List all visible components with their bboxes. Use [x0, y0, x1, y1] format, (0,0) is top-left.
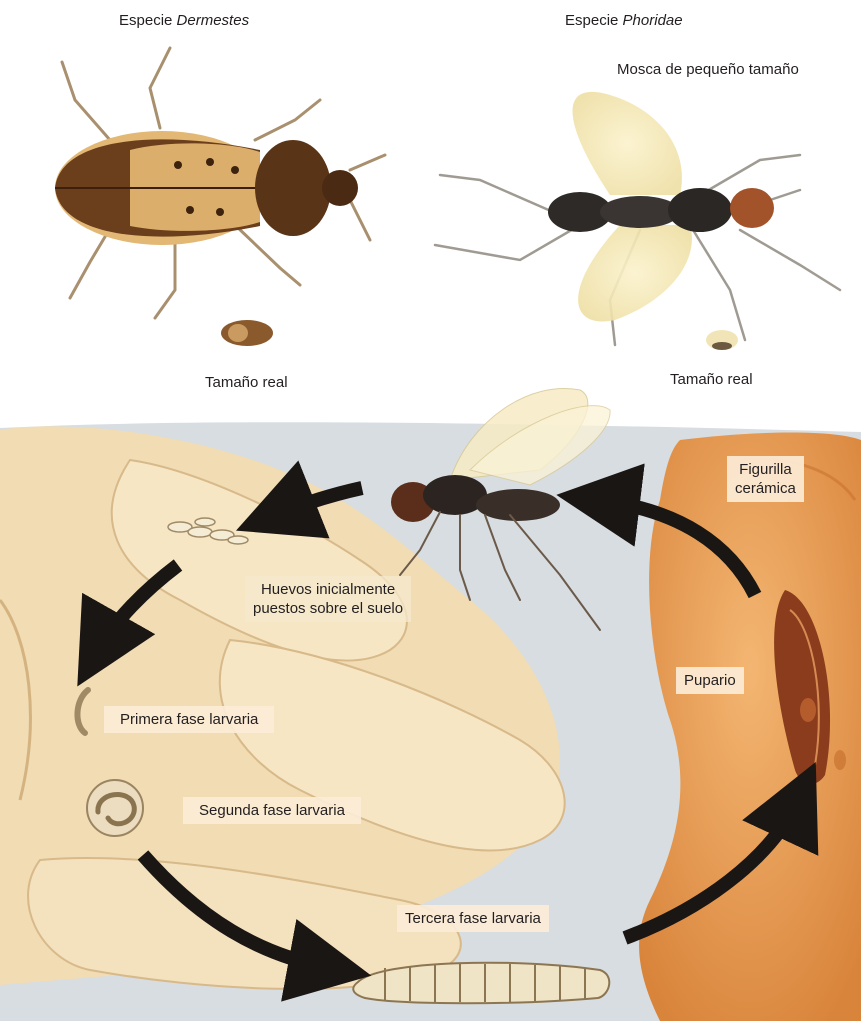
- third-instar-label: Tercera fase larvaria: [397, 905, 549, 932]
- second-instar-larva: [87, 780, 143, 836]
- dermestes-species-label: Especie Dermestes: [119, 11, 249, 30]
- phoridae-real-size-specimen: [706, 330, 738, 350]
- dermestes-beetle: [55, 48, 385, 318]
- dermestes-real-size-specimen: [221, 320, 273, 346]
- puparium-label: Pupario: [676, 667, 744, 694]
- phoridae-species-label: Especie Phoridae: [565, 11, 683, 30]
- dermestes-real-size-label: Tamaño real: [205, 373, 288, 392]
- eggs-label-line2: puestos sobre el suelo: [253, 599, 403, 618]
- phoridae-species-name: Phoridae: [623, 12, 683, 29]
- eggs-label: Huevos inicialmente puestos sobre el sue…: [245, 576, 411, 622]
- second-instar-label: Segunda fase larvaria: [183, 797, 361, 824]
- phoridae-real-size-label: Tamaño real: [670, 370, 753, 389]
- eggs-label-line1: Huevos inicialmente: [253, 580, 403, 599]
- figurine-label: Figurilla cerámica: [727, 456, 804, 502]
- dermestes-species-name: Dermestes: [177, 12, 250, 29]
- dermestes-species-prefix: Especie: [119, 12, 177, 29]
- phoridae-note: Mosca de pequeño tamaño: [617, 60, 799, 79]
- figurine-label-line1: Figurilla: [735, 460, 796, 479]
- third-instar-larva: [353, 963, 609, 1004]
- figurine-label-line2: cerámica: [735, 479, 796, 498]
- phoridae-fly: [435, 92, 840, 345]
- first-instar-label: Primera fase larvaria: [104, 706, 274, 733]
- phoridae-species-prefix: Especie: [565, 12, 623, 29]
